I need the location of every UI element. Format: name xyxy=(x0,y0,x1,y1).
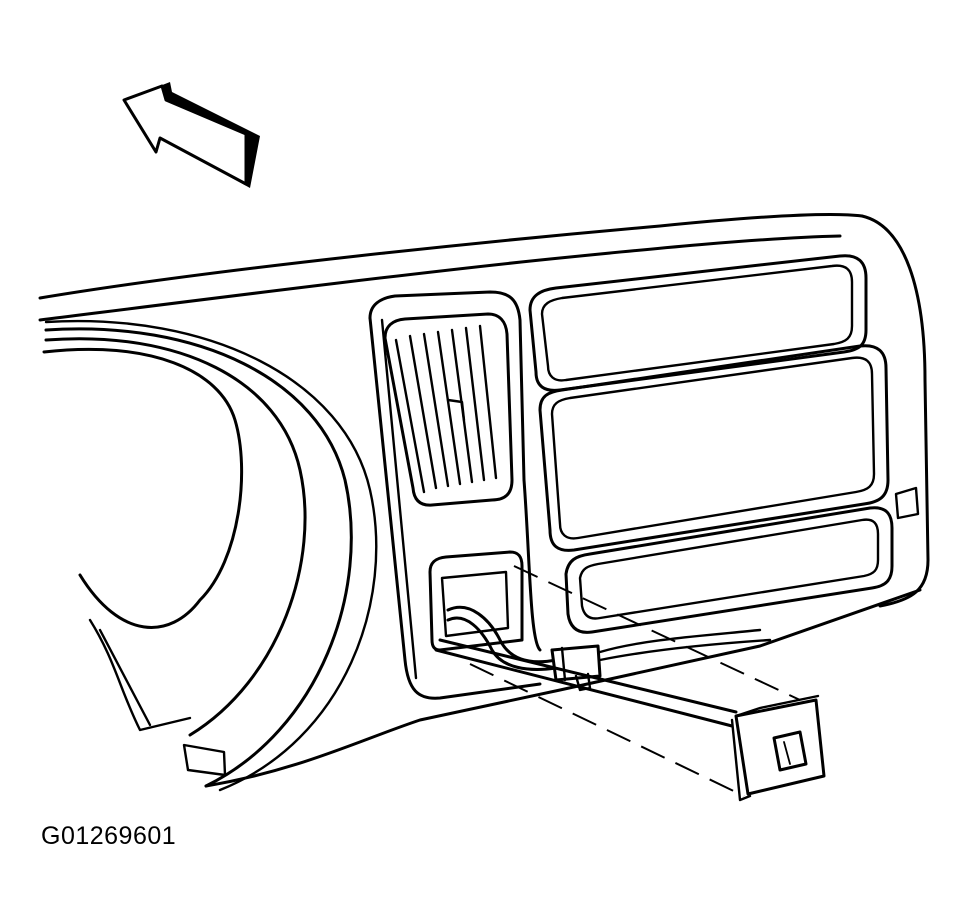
air-vent-outlet xyxy=(383,312,514,507)
lower-opening xyxy=(564,486,920,634)
figure-id-label: G01269601 xyxy=(41,822,177,850)
cluster-opening xyxy=(42,319,378,792)
center-bezel xyxy=(368,290,542,700)
alignment-lines xyxy=(469,565,801,797)
instrument-panel-lower-edge xyxy=(204,588,922,788)
arrow-forward-icon xyxy=(122,82,260,188)
switch-module xyxy=(434,638,826,802)
upper-opening xyxy=(528,254,868,392)
middle-opening xyxy=(538,344,890,552)
switch-pocket xyxy=(428,550,524,652)
instrument-panel-top-edge xyxy=(38,212,930,608)
